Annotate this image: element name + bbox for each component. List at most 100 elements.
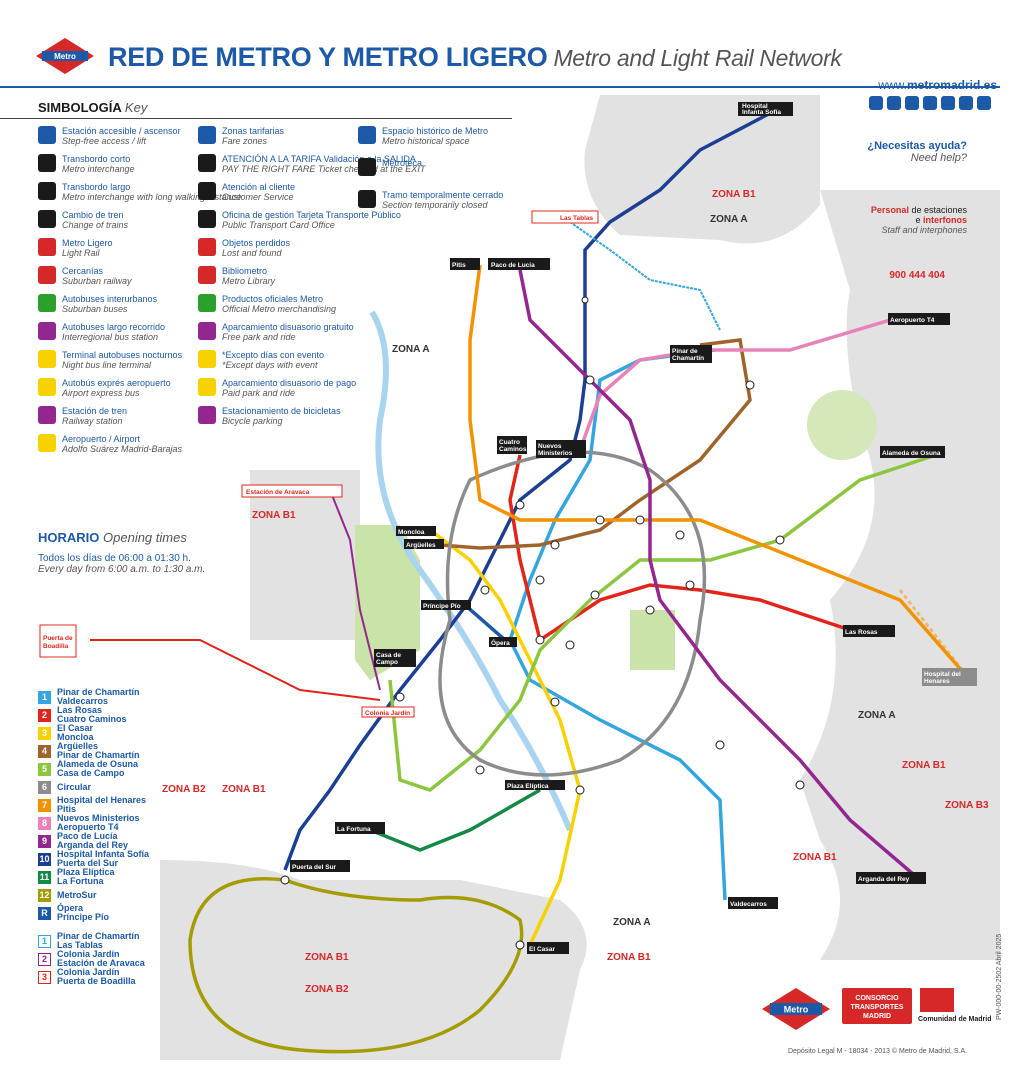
legend: SIMBOLOGÍA Key bbox=[38, 100, 358, 115]
svg-text:El Casar: El Casar bbox=[529, 946, 555, 953]
facebook-icon[interactable] bbox=[869, 96, 883, 110]
help-phone[interactable]: 900 444 404 bbox=[889, 270, 945, 281]
line-badge: 7 bbox=[38, 798, 51, 812]
metroteca-icon bbox=[358, 158, 376, 176]
svg-text:Las Tablas: Las Tablas bbox=[560, 215, 594, 222]
line-badge: 3 bbox=[38, 970, 51, 984]
line-badge: 2 bbox=[38, 708, 51, 722]
svg-text:Ópera: Ópera bbox=[491, 638, 510, 647]
svg-text:Cuatro: Cuatro bbox=[499, 439, 520, 446]
svg-text:Arganda del Rey: Arganda del Rey bbox=[858, 876, 910, 883]
x-icon[interactable] bbox=[905, 96, 919, 110]
zone-b1-east-bg bbox=[800, 190, 1000, 960]
park-retiro bbox=[630, 610, 675, 670]
zone-a-label-1: ZONA A bbox=[710, 214, 748, 225]
spotify-icon[interactable] bbox=[977, 96, 991, 110]
consorcio-logo: CONSORCIO TRANSPORTES MADRID bbox=[842, 988, 912, 1024]
youtube-icon[interactable] bbox=[941, 96, 955, 110]
zone-b1-label-2: ZONA B1 bbox=[252, 510, 296, 521]
paid-parking-icon bbox=[198, 378, 216, 396]
airport-bus-icon bbox=[38, 378, 56, 396]
long-distance-bus-icon bbox=[38, 322, 56, 340]
line-badge: 4 bbox=[38, 744, 51, 758]
legend-item-label: Metroteca bbox=[382, 158, 423, 168]
linkedin-icon[interactable] bbox=[959, 96, 973, 110]
park-casa-de-campo bbox=[355, 525, 420, 680]
legend-item-label: Oficina de gestión Tarjeta Transporte Pú… bbox=[222, 210, 401, 230]
card-office-icon bbox=[198, 210, 216, 228]
svg-text:Ministerios: Ministerios bbox=[538, 450, 573, 457]
metro-footer-logo-icon: Metro bbox=[762, 988, 830, 1030]
line-list-label: MetroSur bbox=[57, 889, 97, 900]
legend-item: ATENCIÓN A LA TARIFA Validación a la SAL… bbox=[198, 154, 425, 174]
svg-text:Casa de: Casa de bbox=[376, 652, 401, 659]
train-station-icon bbox=[38, 406, 56, 424]
instagram-icon[interactable] bbox=[887, 96, 901, 110]
ml1-path bbox=[559, 214, 721, 331]
line-badge: 1 bbox=[38, 690, 51, 704]
website-link[interactable]: www.metromadrid.es bbox=[878, 78, 997, 92]
line-list-label: Circular bbox=[57, 781, 92, 792]
bike-icon bbox=[198, 406, 216, 424]
ml2-path bbox=[329, 489, 381, 691]
line-9-path bbox=[518, 269, 922, 882]
suburban-bus-icon bbox=[38, 294, 56, 312]
merch-icon bbox=[198, 294, 216, 312]
legend-item-label: ATENCIÓN A LA TARIFA Validación a la SAL… bbox=[222, 154, 426, 174]
help-box: ¿Necesitas ayuda? Need help? bbox=[867, 140, 967, 164]
svg-text:Hospital del: Hospital del bbox=[924, 671, 961, 678]
line-4-path bbox=[439, 338, 752, 550]
fare-zone-icon bbox=[198, 126, 216, 144]
station-dots bbox=[280, 296, 805, 950]
zone-b1-label-6: ZONA B1 bbox=[607, 952, 651, 963]
svg-text:Chamartín: Chamartín bbox=[672, 355, 704, 362]
ml-terminal-labels: Las Tablas Estación de Aravaca Puerta de… bbox=[43, 215, 594, 717]
svg-text:Nuevos: Nuevos bbox=[538, 443, 562, 450]
staff-help: Personal de estaciones e interfonos Staf… bbox=[870, 205, 967, 235]
cercanias-icon bbox=[38, 266, 56, 284]
zone-b1-label-1: ZONA B1 bbox=[712, 189, 756, 200]
zone-b-south-bg bbox=[160, 860, 587, 1060]
line-badge: 8 bbox=[38, 816, 51, 830]
zone-a-label-4: ZONA A bbox=[613, 917, 651, 928]
night-bus-icon bbox=[38, 350, 56, 368]
metro-logo-icon[interactable]: Metro bbox=[36, 38, 94, 74]
tiktok-icon[interactable] bbox=[923, 96, 937, 110]
historic-icon bbox=[358, 126, 376, 144]
line-12-path bbox=[188, 877, 524, 1054]
accessible-icon bbox=[38, 126, 56, 144]
